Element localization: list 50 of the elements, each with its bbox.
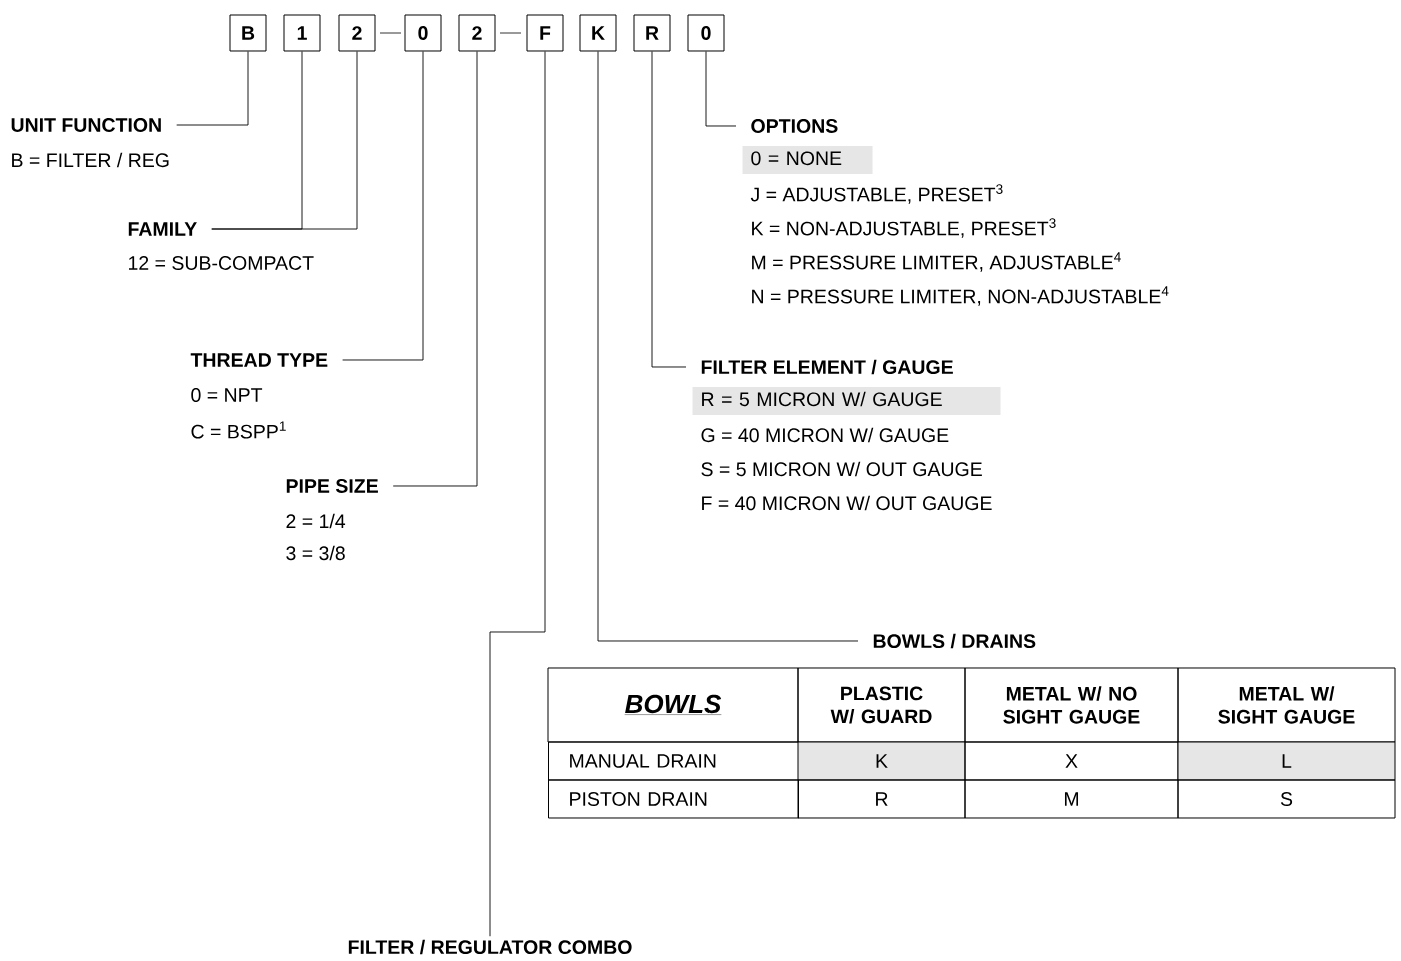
- table-header-cell: BOWLS: [547, 667, 799, 743]
- code-box: 0: [404, 14, 442, 52]
- heading-text: FILTER / REGULATOR COMBO: [348, 939, 632, 955]
- option-text: G = 40 MICRON W/ GAUGE: [701, 427, 949, 443]
- option-text: K = NON-ADJUSTABLE, PRESET$^{3}$: [752, 218, 1056, 238]
- connector-line: [651, 51, 687, 368]
- table-cell: L: [1177, 741, 1396, 781]
- connector-line: [597, 51, 859, 642]
- heading-text: OPTIONS: [751, 119, 838, 133]
- code-box: 1: [283, 14, 321, 52]
- highlighted-option: 0 = NONE: [742, 146, 873, 174]
- table-cell: R: [797, 779, 966, 819]
- option-text: 3 = 3/8: [286, 545, 345, 561]
- option-text: F = 40 MICRON W/ OUT GAUGE: [702, 495, 992, 511]
- code-box: B: [229, 14, 267, 52]
- heading-text: FAMILY: [128, 222, 197, 236]
- table-cell: K: [797, 741, 966, 781]
- table-cell: M: [964, 779, 1179, 819]
- connector-line: [489, 51, 546, 937]
- option-text: C = BSPP$^{1}$: [191, 421, 286, 439]
- heading-text: THREAD TYPE: [190, 353, 328, 367]
- heading-text: FILTER ELEMENT / GAUGE: [701, 359, 953, 375]
- code-box: 2: [458, 14, 496, 52]
- option-text: S = 5 MICRON W/ OUT GAUGE: [701, 461, 982, 477]
- table-cell: X: [964, 741, 1179, 781]
- option-text: 12 = SUB-COMPACT: [129, 256, 314, 270]
- code-box: 0: [687, 14, 725, 52]
- table-cell: S: [1177, 779, 1396, 819]
- connector-line: [342, 51, 424, 361]
- code-box: F: [526, 14, 564, 52]
- connector-line: [211, 51, 358, 230]
- table-cell: MANUAL DRAIN: [548, 741, 799, 781]
- heading-text: UNIT FUNCTION: [11, 118, 161, 132]
- option-text: M = PRESSURE LIMITER, ADJUSTABLE$^{4}$: [752, 252, 1121, 272]
- heading-text: PIPE SIZE: [286, 479, 378, 493]
- code-box: R: [633, 14, 671, 52]
- code-box: K: [579, 14, 617, 52]
- table-header-cell: METAL W/ NO SIGHT GAUGE: [964, 667, 1179, 743]
- option-text: 2 = 1/4: [286, 513, 346, 529]
- connector-line: [176, 51, 249, 126]
- option-text: J = ADJUSTABLE, PRESET$^{3}$: [750, 184, 1003, 204]
- heading-text: BOWLS / DRAINS: [873, 633, 1036, 649]
- option-text: 0 = NPT: [191, 388, 263, 402]
- connector-line: [392, 51, 478, 487]
- table-cell: PISTON DRAIN: [548, 779, 799, 819]
- option-text: B = FILTER / REG: [12, 152, 169, 168]
- code-box: 2: [338, 14, 376, 52]
- highlighted-option: R = 5 MICRON W/ GAUGE: [692, 387, 1001, 415]
- connector-line: [705, 51, 737, 127]
- option-text: N = PRESSURE LIMITER, NON-ADJUSTABLE$^{4}$: [752, 286, 1169, 306]
